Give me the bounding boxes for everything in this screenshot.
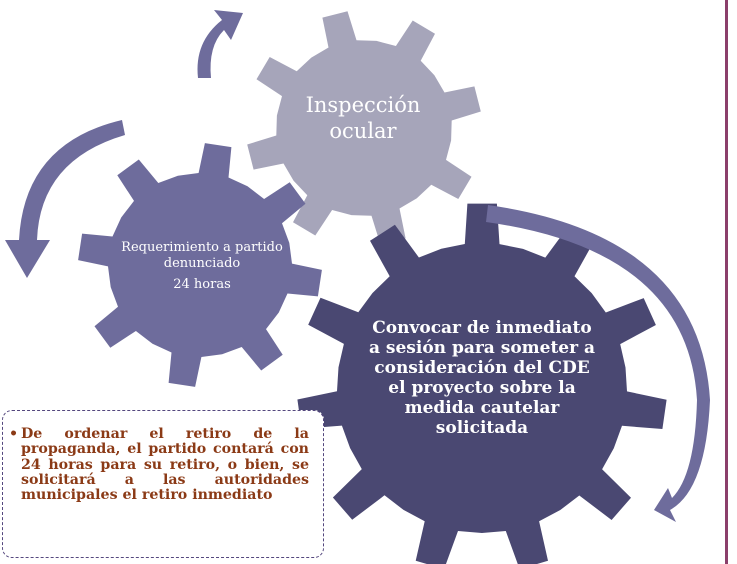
gear-inspection-ocular: [247, 11, 481, 245]
cycle-arrow-top: [197, 10, 243, 78]
gear-inspection-label: Inspección ocular: [305, 93, 421, 143]
note-bullet: •: [9, 426, 19, 442]
cycle-arrow-left: [5, 120, 125, 278]
gear-requirement-text: Requerimiento a partido denunciado: [121, 240, 283, 271]
note-box: •De ordenar el retiro de la propaganda, …: [2, 410, 324, 558]
gear-convene-label: Convocar de inmediato a sesión para some…: [368, 318, 596, 438]
gear-requirement-hours: 24 horas: [173, 277, 231, 292]
note-body: De ordenar el retiro de la propaganda, e…: [21, 426, 309, 504]
side-border: [725, 0, 728, 564]
gear-convocar-sesion: [297, 203, 667, 564]
cycle-arrow-right: [486, 205, 710, 522]
gear-requerimiento: [78, 143, 322, 387]
gear-requirement-label: Requerimiento a partido denunciado 24 ho…: [118, 240, 286, 293]
note-text: •De ordenar el retiro de la propaganda, …: [9, 426, 309, 504]
